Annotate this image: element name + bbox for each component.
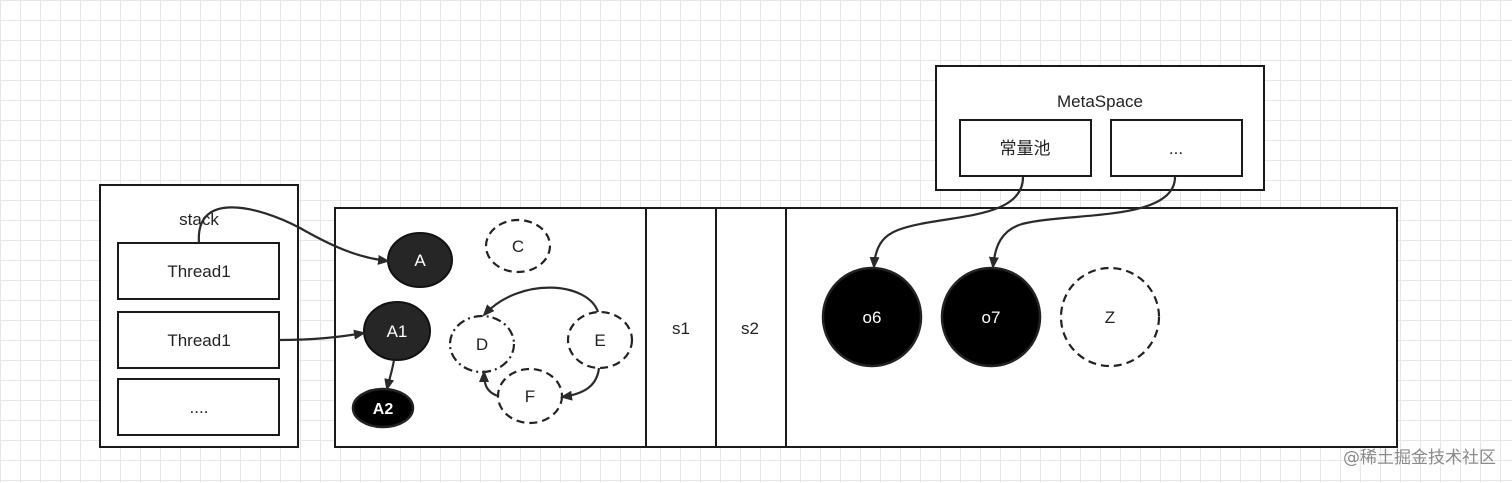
svg-text:o7: o7 <box>982 308 1001 327</box>
thread-label: Thread1 <box>167 262 230 281</box>
edge-F-to-D <box>479 370 499 398</box>
object-C: C <box>484 218 552 274</box>
svg-text:D: D <box>476 335 488 354</box>
object-A1: A1 <box>363 301 431 361</box>
svg-text:A1: A1 <box>387 322 408 341</box>
svg-text:A: A <box>414 251 426 270</box>
svg-text:E: E <box>594 331 605 350</box>
edge-E-to-F <box>560 367 601 401</box>
metaspace-area: MetaSpace 常量池 ... <box>935 65 1265 191</box>
object-o7: o7 <box>940 266 1042 368</box>
thread-box-1: Thread1 <box>117 242 280 300</box>
thread-label: Thread1 <box>167 331 230 350</box>
edge-E-to-D <box>482 286 600 317</box>
metaspace-more-box: ... <box>1110 119 1243 177</box>
svg-text:A2: A2 <box>373 401 394 418</box>
thread-more-label: .... <box>190 398 209 417</box>
object-D: D <box>448 314 516 374</box>
survivor-s2-label: s2 <box>741 319 759 338</box>
object-o6: o6 <box>821 266 923 368</box>
heap-area: s1 s2 A C A1 A2 D E F <box>334 207 1398 448</box>
edge-constant-pool-to-o6 <box>869 176 1025 269</box>
object-E: E <box>566 310 634 370</box>
survivor-s1-label: s1 <box>672 319 690 338</box>
object-Z: Z <box>1059 266 1161 368</box>
reference-edges <box>197 176 1177 401</box>
stack-label: stack <box>179 210 219 229</box>
edge-thread-to-A1 <box>278 329 366 342</box>
watermark: @稀土掘金技术社区 <box>1343 448 1496 468</box>
edge-A1-to-A2 <box>384 359 396 391</box>
svg-text:C: C <box>512 237 524 256</box>
svg-text:Z: Z <box>1105 308 1115 327</box>
svg-text:F: F <box>525 387 535 406</box>
svg-text:o6: o6 <box>863 308 882 327</box>
object-A: A <box>387 232 453 288</box>
edge-stack-to-A <box>197 206 390 265</box>
object-F: F <box>496 367 564 425</box>
constant-pool-box: 常量池 <box>959 119 1092 177</box>
edge-metaspace-to-o7 <box>988 176 1177 269</box>
object-A2: A2 <box>351 387 415 429</box>
metaspace-label: MetaSpace <box>1057 92 1143 111</box>
thread-box-2: Thread1 <box>117 311 280 369</box>
stack-area: stack Thread1 Thread1 .... <box>99 184 299 448</box>
thread-box-more: .... <box>117 378 280 436</box>
constant-pool-label: 常量池 <box>1000 139 1051 159</box>
metaspace-more-label: ... <box>1169 139 1183 158</box>
